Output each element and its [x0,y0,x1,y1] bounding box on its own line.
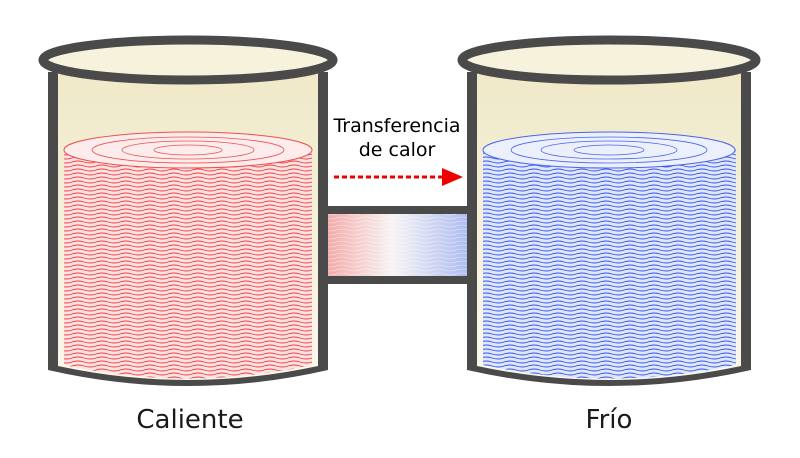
cold-label: Frío [586,405,633,435]
hot-water [63,131,313,379]
hot-label: Caliente [136,405,243,435]
connecting-pipe [312,206,487,284]
cold-water [482,131,736,379]
cold-beaker [457,35,761,386]
heat-transfer-label-line1: Transferencia [332,115,460,137]
hot-beaker [38,35,338,386]
heat-transfer-arrow [334,168,463,186]
heat-transfer-label-line2: de calor [359,139,436,161]
